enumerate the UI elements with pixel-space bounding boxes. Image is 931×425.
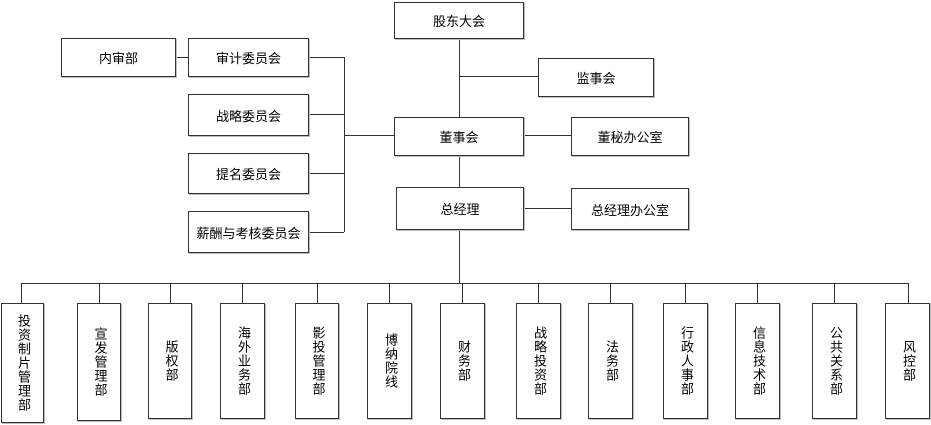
connector	[524, 135, 572, 136]
connector	[344, 57, 345, 232]
dept-box: 财务部	[440, 303, 485, 419]
dept-box: 版权部	[148, 303, 192, 419]
board-office-box: 董秘办公室	[571, 117, 689, 156]
internal-audit-box: 内审部	[61, 38, 176, 77]
connector	[309, 57, 344, 58]
dept-box: 战略投资部	[516, 303, 561, 419]
connector	[459, 38, 460, 117]
connector	[309, 114, 344, 115]
dept-box: 投资制片管理部	[1, 303, 44, 423]
supervisors-box: 监事会	[538, 58, 654, 97]
dept-box: 风控部	[885, 303, 930, 419]
audit-committee-box: 审计委员会	[188, 38, 309, 77]
connector	[99, 283, 100, 303]
connector	[309, 232, 344, 233]
connector	[757, 283, 758, 303]
connector	[459, 155, 460, 187]
dept-box: 法务部	[588, 303, 633, 419]
connector	[908, 283, 909, 303]
connector	[538, 283, 539, 303]
dept-box: 公共关系部	[812, 303, 857, 419]
connector	[21, 283, 22, 303]
connector	[317, 283, 318, 303]
connector	[175, 57, 189, 58]
connector	[459, 76, 539, 77]
strategy-committee-box: 战略委员会	[188, 94, 309, 136]
connector	[610, 283, 611, 303]
connector	[524, 208, 572, 209]
connector	[389, 283, 390, 303]
gm-box: 总经理	[396, 187, 524, 230]
connector	[170, 283, 171, 303]
board-box: 董事会	[394, 117, 524, 156]
remuneration-committee-box: 薪酬与考核委员会	[188, 211, 309, 253]
dept-box: 影投管理部	[295, 303, 339, 419]
shareholders-box: 股东大会	[394, 2, 524, 39]
dept-box: 博纳院线	[367, 303, 412, 419]
gm-office-box: 总经理办公室	[571, 188, 689, 230]
connector	[685, 283, 686, 303]
connector	[344, 135, 394, 136]
dept-box: 行政人事部	[663, 303, 708, 419]
connector	[834, 283, 835, 303]
connector	[459, 230, 460, 284]
nomination-committee-box: 提名委员会	[188, 153, 309, 194]
dept-box: 信息技术部	[735, 303, 780, 419]
dept-box: 海外业务部	[220, 303, 265, 419]
connector	[462, 283, 463, 303]
dept-box: 宣发管理部	[77, 303, 121, 421]
connector	[309, 173, 344, 174]
connector	[21, 283, 909, 284]
connector	[242, 283, 243, 303]
